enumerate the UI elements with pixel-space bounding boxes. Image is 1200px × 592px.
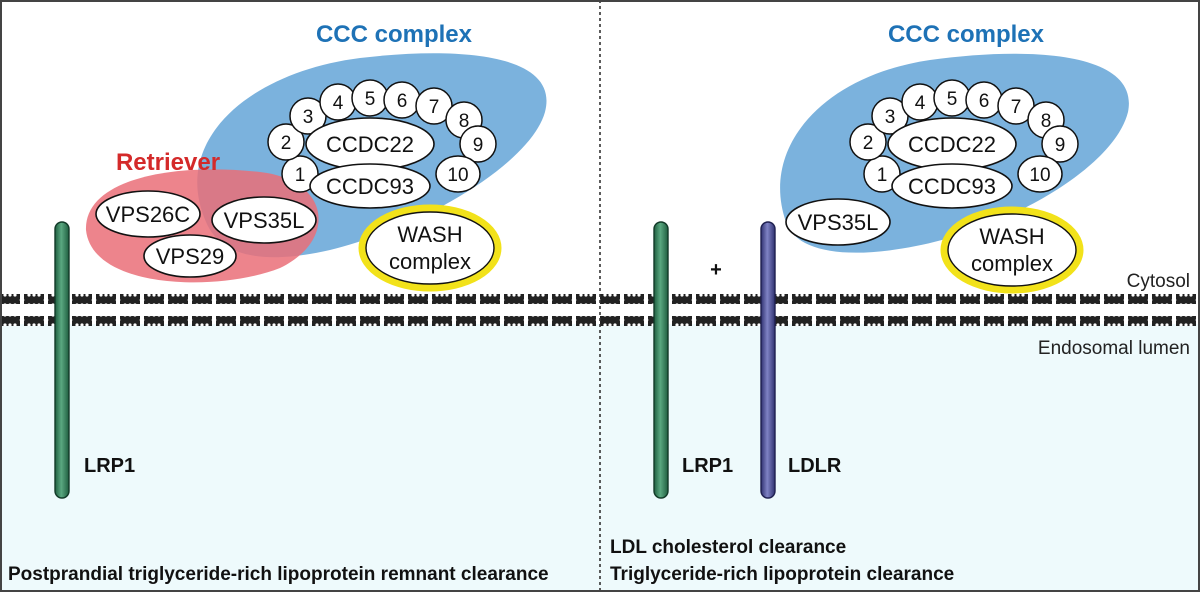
vps35l-label: VPS35L bbox=[224, 208, 305, 233]
vps35l-subunit bbox=[785, 198, 891, 246]
ccc-subunit-9 bbox=[1041, 125, 1079, 163]
vps35l-label: VPS35L bbox=[798, 210, 879, 235]
ccc-subunit-label-5: 5 bbox=[947, 89, 958, 110]
wash-complex bbox=[947, 213, 1077, 287]
wash-complex bbox=[365, 211, 495, 285]
ccc-subunit-2 bbox=[849, 123, 887, 161]
ccc-subunit-label-10: 10 bbox=[1029, 165, 1050, 186]
ccdc93-subunit bbox=[891, 163, 1013, 209]
lrp1-receptor bbox=[653, 221, 669, 499]
membrane-upper-leaflet bbox=[0, 294, 1200, 304]
ccc-subunit-label-9: 9 bbox=[473, 135, 484, 156]
ccc-subunit-label-5: 5 bbox=[365, 89, 376, 110]
cytosol-label: Cytosol bbox=[1127, 271, 1190, 292]
plus-sign: + bbox=[710, 259, 722, 281]
wash-label-line1: WASH bbox=[397, 222, 462, 247]
vps26c-subunit bbox=[95, 190, 201, 238]
ccc-subunit-label-7: 7 bbox=[429, 97, 440, 118]
ccc-subunit-label-1: 1 bbox=[877, 165, 888, 186]
ccc-subunit-2 bbox=[267, 123, 305, 161]
ccc-subunit-10 bbox=[1017, 155, 1063, 193]
ccc-subunit-label-4: 4 bbox=[915, 93, 926, 114]
ccc-subunit-label-2: 2 bbox=[281, 133, 292, 154]
vps29-subunit bbox=[143, 234, 237, 278]
vps29-label: VPS29 bbox=[156, 244, 225, 269]
ccdc22-label: CCDC22 bbox=[908, 132, 996, 157]
wash-label-line1: WASH bbox=[979, 224, 1044, 249]
ccc-subunit-10 bbox=[435, 155, 481, 193]
retriever-title: Retriever bbox=[116, 149, 220, 176]
ccc-subunit-label-7: 7 bbox=[1011, 97, 1022, 118]
lrp1-label: LRP1 bbox=[682, 455, 733, 477]
ldlr-receptor bbox=[760, 221, 776, 499]
ccc-subunit-label-9: 9 bbox=[1055, 135, 1066, 156]
ccc-subunit-label-3: 3 bbox=[885, 107, 896, 128]
lrp1-receptor bbox=[54, 221, 70, 499]
ccc-subunit-label-3: 3 bbox=[303, 107, 314, 128]
ccc-complex-title: CCC complex bbox=[888, 21, 1045, 48]
ccc-subunit-9 bbox=[459, 125, 497, 163]
ccdc22-label: CCDC22 bbox=[326, 132, 414, 157]
ccc-subunit-label-6: 6 bbox=[397, 91, 408, 112]
ccc-subunit-label-8: 8 bbox=[459, 111, 470, 132]
right-caption-line1: LDL cholesterol clearance bbox=[610, 537, 846, 558]
wash-complex-ring bbox=[940, 206, 1084, 294]
ccdc93-label: CCDC93 bbox=[908, 174, 996, 199]
wash-label-line2: complex bbox=[971, 251, 1053, 276]
ccc-subunit-label-1: 1 bbox=[295, 165, 306, 186]
ccdc93-subunit bbox=[309, 163, 431, 209]
ccc-subunit-label-10: 10 bbox=[447, 165, 468, 186]
vps26c-label: VPS26C bbox=[106, 202, 190, 227]
ccc-subunit-label-6: 6 bbox=[979, 91, 990, 112]
vps35l-subunit bbox=[211, 196, 317, 244]
wash-complex-ring bbox=[358, 204, 502, 292]
ccc-subunit-label-4: 4 bbox=[333, 93, 344, 114]
left-caption: Postprandial triglyceride-rich lipoprote… bbox=[8, 564, 549, 585]
ldlr-label: LDLR bbox=[788, 455, 842, 477]
ccdc93-label: CCDC93 bbox=[326, 174, 414, 199]
ccc-subunit-label-8: 8 bbox=[1041, 111, 1052, 132]
ccc-complex-title: CCC complex bbox=[316, 21, 473, 48]
endosomal-lumen-label: Endosomal lumen bbox=[1038, 338, 1190, 359]
right-caption-line2: Triglyceride-rich lipoprotein clearance bbox=[610, 564, 954, 585]
lrp1-label: LRP1 bbox=[84, 455, 135, 477]
ccc-subunit-label-2: 2 bbox=[863, 133, 874, 154]
wash-label-line2: complex bbox=[389, 249, 471, 274]
